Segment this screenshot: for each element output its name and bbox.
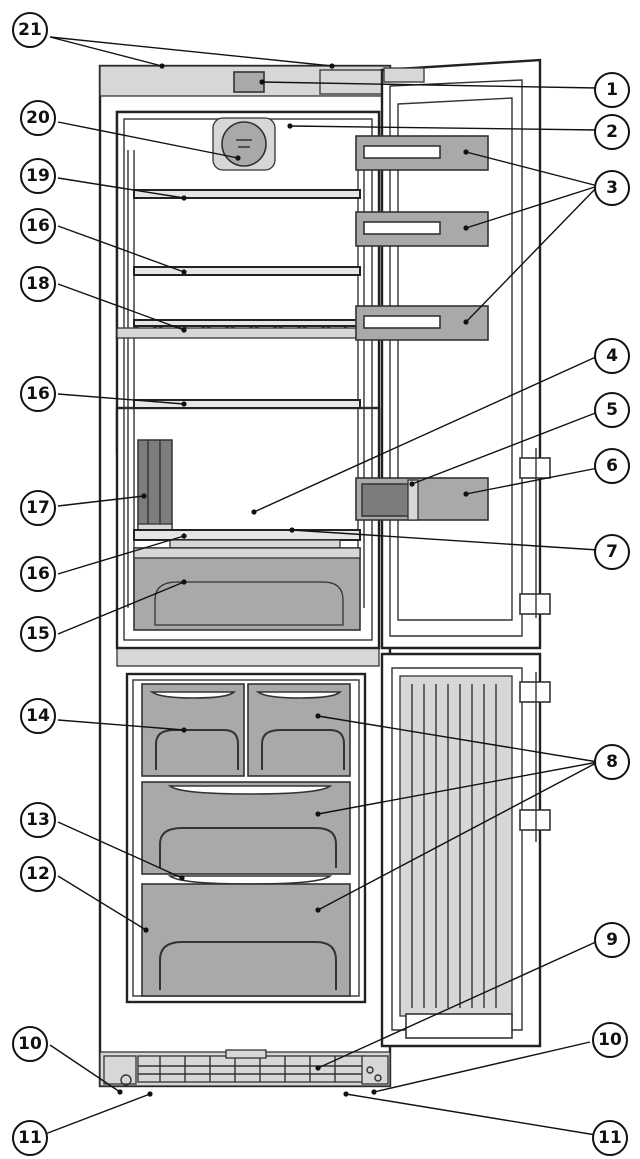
callout-9: 9 (594, 922, 630, 958)
callout-18: 18 (20, 266, 56, 302)
callout-15-label: 15 (26, 624, 50, 644)
callout-13: 13 (20, 802, 56, 838)
callout-16-mid: 16 (20, 376, 56, 412)
callout-11-left: 11 (12, 1120, 48, 1156)
shelf-16-mid-top (133, 399, 361, 409)
callout-19-label: 19 (26, 166, 50, 186)
callout-16-top: 16 (20, 208, 56, 244)
callout-10-left: 10 (12, 1026, 48, 1062)
callout-3-label: 3 (606, 178, 618, 198)
callout-18-label: 18 (26, 274, 50, 294)
fan-unit (212, 117, 276, 171)
callout-20: 20 (20, 100, 56, 136)
callout-16-bottom: 16 (20, 556, 56, 592)
fridge-bottom-edge (116, 327, 380, 339)
freezer-drawer-bottom (141, 883, 351, 997)
callout-16-top-label: 16 (26, 216, 50, 236)
callout-12-label: 12 (26, 864, 50, 884)
callout-5-label: 5 (606, 400, 618, 420)
callout-8-label: 8 (606, 752, 618, 772)
callout-16-bottom-label: 16 (26, 564, 50, 584)
callout-11-right-label: 11 (598, 1128, 622, 1148)
bottle-rack-frame (133, 319, 361, 327)
callout-20-label: 20 (26, 108, 50, 128)
callout-1: 1 (594, 72, 630, 108)
feet (103, 1055, 389, 1086)
lower-shelf-rails (127, 408, 365, 608)
callout-3: 3 (594, 170, 630, 206)
top-hinge-plate (319, 69, 387, 95)
shelf-16-top (133, 266, 361, 276)
callout-12: 12 (20, 856, 56, 892)
callout-5: 5 (594, 392, 630, 428)
callout-16-mid-label: 16 (26, 384, 50, 404)
callout-2: 2 (594, 114, 630, 150)
freezer-door-liner (399, 675, 513, 1017)
door-bottle-balcony (355, 477, 489, 521)
bottle-holder (137, 439, 173, 535)
callout-21: 21 (12, 12, 48, 48)
water-channel (169, 539, 341, 549)
crisper-drawer (133, 547, 361, 631)
callout-19: 19 (20, 158, 56, 194)
callout-14: 14 (20, 698, 56, 734)
callout-21-label: 21 (18, 20, 42, 40)
freezer-drawers (141, 683, 351, 997)
fridge-door (355, 58, 551, 650)
callout-4: 4 (594, 338, 630, 374)
callout-9-label: 9 (606, 930, 618, 950)
callout-7-label: 7 (606, 542, 618, 562)
callout-1-label: 1 (606, 80, 618, 100)
callout-11-left-label: 11 (18, 1128, 42, 1148)
callout-17: 17 (20, 490, 56, 526)
callout-2-label: 2 (606, 122, 618, 142)
shelf-19 (133, 189, 361, 199)
callout-13-label: 13 (26, 810, 50, 830)
callout-4-label: 4 (606, 346, 618, 366)
leader-lines (39, 36, 603, 1137)
callout-11-right: 11 (592, 1120, 628, 1156)
door-balconies (355, 135, 489, 341)
callout-15: 15 (20, 616, 56, 652)
callout-8: 8 (594, 744, 630, 780)
callout-6-label: 6 (606, 456, 618, 476)
callout-10-right-label: 10 (598, 1030, 622, 1050)
shelf-16-bottom (133, 529, 361, 541)
freezer-door (380, 652, 551, 1048)
callout-14-label: 14 (26, 706, 50, 726)
callout-6: 6 (594, 448, 630, 484)
callout-17-label: 17 (26, 498, 50, 518)
callout-10-left-label: 10 (18, 1034, 42, 1054)
callout-7: 7 (594, 534, 630, 570)
callout-10-right: 10 (592, 1022, 628, 1058)
